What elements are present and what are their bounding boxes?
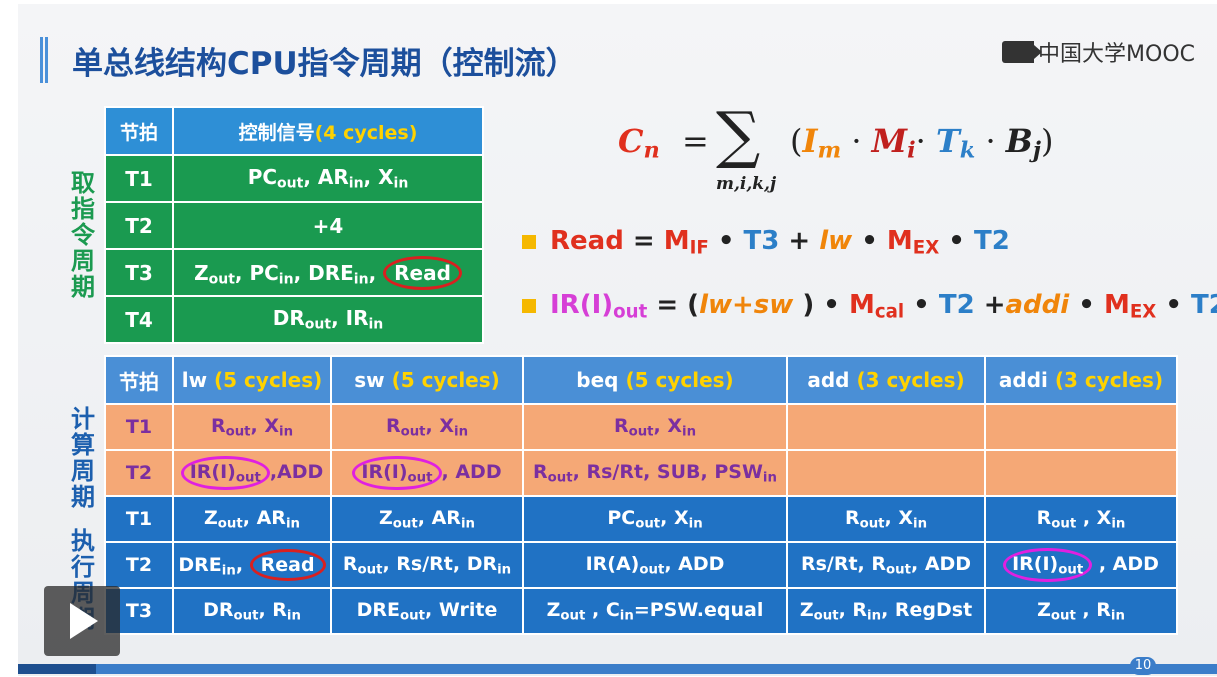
- fetch-row: T4 DRout, IRin: [104, 295, 484, 344]
- col-beq: beq (5 cycles): [522, 355, 788, 405]
- sigma-symbol: ∑: [716, 98, 761, 171]
- page-title: 单总线结构CPU指令周期（控制流）: [72, 46, 577, 82]
- page-number-badge: 10: [1130, 657, 1156, 675]
- table-row: T2 IR(I)out,ADD IR(I)out, ADD Rout, Rs/R…: [104, 449, 1178, 497]
- col-addi: addi (3 cycles): [984, 355, 1178, 405]
- table-row: T1 Rout, Xin Rout, Xin Rout, Xin: [104, 403, 1178, 451]
- play-button[interactable]: [44, 586, 120, 656]
- video-progress-fill: [18, 664, 96, 674]
- fetch-signal-t4: DRout, IRin: [172, 295, 484, 344]
- mooc-logo-text: 中国大学MOOC: [1038, 42, 1195, 67]
- fetch-row: T2 +4: [104, 201, 484, 250]
- calc-cycle-label: 计算周期: [71, 405, 95, 511]
- fetch-signal-t1: PCout, ARin, Xin: [172, 154, 484, 203]
- fetch-signal-t2: +4: [172, 201, 484, 250]
- ir-out-highlight: IR(I)out: [1003, 547, 1093, 583]
- mooc-logo-icon: [1002, 41, 1043, 63]
- fetch-row: T3 Zout, PCin, DREin, Read: [104, 248, 484, 297]
- read-rule: Read = MIF • T3 + lw • MEX • T2: [522, 226, 1010, 259]
- fetch-cycle-table: 节拍 控制信号(4 cycles) T1 PCout, ARin, Xin T2…: [104, 106, 484, 344]
- formula-terms: (Im · Mi· Tk · Bj): [790, 122, 1054, 164]
- fetch-header-signal: 控制信号(4 cycles): [172, 106, 484, 156]
- col-lw: lw (5 cycles): [172, 355, 332, 405]
- read-highlight: Read: [249, 549, 326, 581]
- table-row: T2 DREin, Read Rout, Rs/Rt, DRin IR(A)ou…: [104, 541, 1178, 589]
- fetch-header-beat: 节拍: [104, 106, 174, 156]
- fetch-cycle-label: 取指令周期: [71, 169, 95, 301]
- video-progress-bar[interactable]: [18, 664, 1217, 674]
- sigma-subscript: m,i,k,j: [716, 174, 777, 194]
- read-highlight: Read: [383, 255, 462, 290]
- ir-out-highlight: IR(I)out: [180, 455, 270, 491]
- col-add: add (3 cycles): [786, 355, 986, 405]
- slide: 单总线结构CPU指令周期（控制流） 中国大学MOOC 取指令周期 计算周期 执行…: [18, 4, 1217, 676]
- cost-formula: Cn = ∑ m,i,k,j (Im · Mi· Tk · Bj): [618, 98, 1054, 195]
- bullet-icon: [522, 298, 536, 313]
- mooc-logo: 中国大学MOOC: [1002, 36, 1195, 68]
- fetch-signal-t3: Zout, PCin, DREin, Read: [172, 248, 484, 297]
- formula-lhs: Cn: [618, 122, 660, 164]
- exec-header-beat: 节拍: [104, 355, 174, 405]
- col-sw: sw (5 cycles): [330, 355, 524, 405]
- table-row: T1 Zout, ARin Zout, ARin PCout, Xin Rout…: [104, 495, 1178, 543]
- ir-out-highlight: IR(I)out: [352, 455, 442, 491]
- table-row: T3 DRout, Rin DREout, Write Zout , Cin=P…: [104, 587, 1178, 635]
- exec-cycle-table: 节拍 lw (5 cycles) sw (5 cycles) beq (5 cy…: [104, 355, 1178, 635]
- title-accent-bar: [40, 37, 48, 83]
- bullet-icon: [522, 234, 536, 249]
- fetch-row: T1 PCout, ARin, Xin: [104, 154, 484, 203]
- ir-out-rule: IR(I)out = (lw+sw ) • Mcal • T2 +addi • …: [522, 290, 1217, 323]
